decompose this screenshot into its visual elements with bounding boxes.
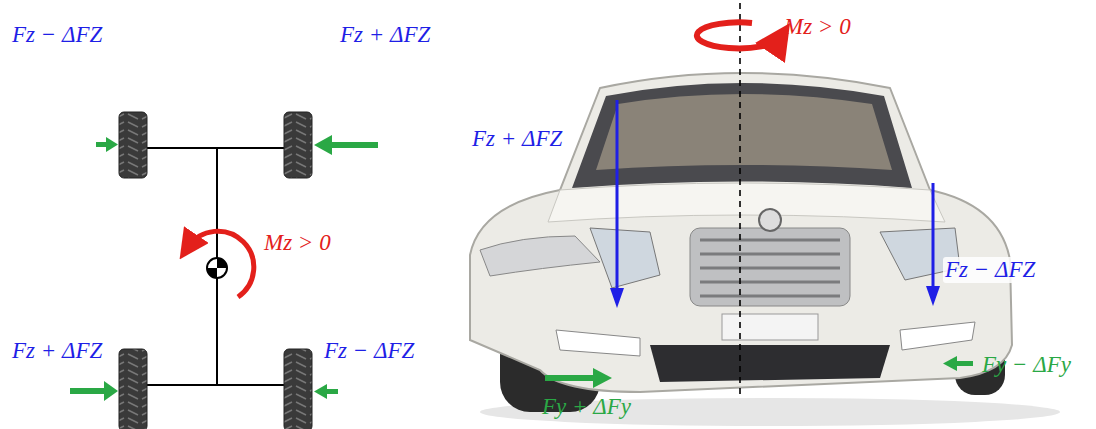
yaw-axis <box>739 3 741 395</box>
vertical-force-arrows <box>610 100 940 308</box>
moment-label: Mz > 0 <box>262 230 333 256</box>
force-label: Fz − ΔFZ <box>10 22 104 48</box>
yaw-arrow <box>188 231 254 297</box>
car-illustration <box>470 73 1060 426</box>
force-label: Fz − ΔFZ <box>322 338 416 364</box>
tires <box>119 112 312 429</box>
force-label: Fz + ΔFZ <box>10 338 104 364</box>
force-label: Fz − ΔFZ <box>943 257 1037 283</box>
force-label: Fz + ΔFZ <box>470 126 564 152</box>
cog-symbol <box>207 258 227 278</box>
force-label: Fy − ΔFy <box>980 352 1073 378</box>
lateral-force-arrows <box>545 356 973 388</box>
yaw-arrow <box>697 22 780 48</box>
force-label: Fy + ΔFy <box>540 394 633 420</box>
moment-label: Mz > 0 <box>782 14 853 40</box>
force-label: Fz + ΔFZ <box>338 22 432 48</box>
axle-frame <box>133 148 298 385</box>
